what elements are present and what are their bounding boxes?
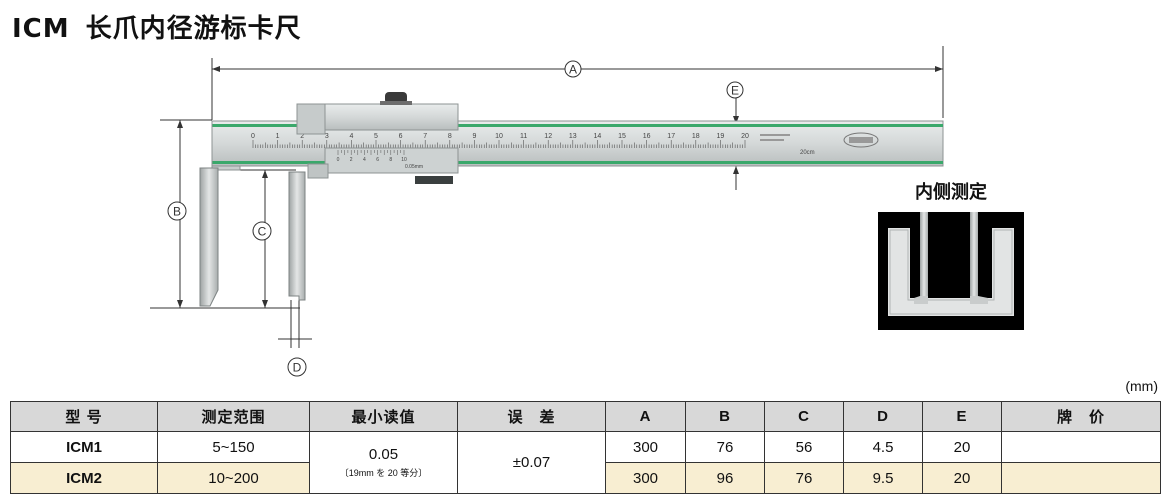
header-error: 误 差 [457, 401, 606, 432]
scale-number: 7 [423, 133, 427, 140]
header-B: B [685, 401, 765, 432]
vernier-number: 6 [376, 157, 379, 163]
dimension-lines [150, 46, 944, 348]
scale-number: 20 [741, 133, 749, 140]
callout-A: A [564, 60, 582, 78]
cell-D: 9.5 [843, 462, 923, 494]
scale-number: 1 [276, 133, 280, 140]
unit-label: (mm) [1125, 378, 1158, 394]
header-range: 测定范围 [157, 401, 310, 432]
scale-number: 18 [692, 133, 700, 140]
cell-price [1001, 431, 1161, 463]
callout-E: E [726, 81, 744, 99]
cell-D: 4.5 [843, 431, 923, 463]
cell-B: 76 [685, 431, 765, 463]
header-price: 牌 价 [1001, 401, 1161, 432]
vernier-number: 8 [389, 157, 392, 163]
header-resolution: 最小读值 [309, 401, 458, 432]
scale-number: 19 [717, 133, 725, 140]
table-header-row: 型 号 测定范围 最小读值 误 差 A B C D E 牌 价 [10, 401, 1161, 432]
callout-B: B [167, 201, 187, 221]
cell-model: ICM2 [10, 462, 158, 494]
cell-A: 300 [605, 462, 686, 494]
scale-number: 12 [544, 133, 552, 140]
svg-text:D: D [293, 361, 302, 375]
svg-text:C: C [258, 225, 267, 239]
scale-number: 14 [594, 133, 602, 140]
cell-error: ±0.07 [457, 431, 606, 494]
header-D: D [843, 401, 923, 432]
svg-text:E: E [731, 84, 739, 98]
scale-number: 9 [472, 133, 476, 140]
svg-text:0.05mm: 0.05mm [405, 164, 423, 170]
header-C: C [764, 401, 844, 432]
scale-number: 15 [618, 133, 626, 140]
cell-range: 5~150 [157, 431, 310, 463]
scale-number: 8 [448, 133, 452, 140]
header-E: E [922, 401, 1002, 432]
scale-number: 2 [300, 133, 304, 140]
resolution-note: 〔19mm を 20 等分〕 [339, 468, 428, 478]
table-row: ICM1 5~150 0.05 〔19mm を 20 等分〕 ±0.07 300… [10, 431, 1161, 494]
cell-model: ICM1 [10, 431, 158, 463]
cell-E: 20 [922, 462, 1002, 494]
fixed-jaw [199, 121, 241, 307]
scale-number: 6 [399, 133, 403, 140]
cell-B: 96 [685, 462, 765, 494]
vernier-number: 2 [350, 157, 353, 163]
cell-resolution: 0.05 〔19mm を 20 等分〕 [309, 431, 458, 494]
svg-text:B: B [173, 205, 181, 219]
scale-number: 10 [495, 133, 503, 140]
cell-E: 20 [922, 431, 1002, 463]
dimension-callouts: A B C D E [167, 60, 744, 377]
cell-C: 56 [764, 431, 844, 463]
scale-number: 4 [349, 133, 353, 140]
inner-measure-illustration [878, 212, 1024, 330]
scale-number: 13 [569, 133, 577, 140]
title-model: ICM [12, 14, 70, 44]
inner-measure-label: 内侧测定 [915, 182, 987, 203]
header-model: 型 号 [10, 401, 158, 432]
scale-number: 5 [374, 133, 378, 140]
scale-number: 17 [667, 133, 675, 140]
callout-C: C [252, 221, 272, 241]
spec-table: 型 号 测定范围 最小读值 误 差 A B C D E 牌 价 ICM1 5~1… [10, 401, 1161, 494]
vernier-number: 10 [401, 157, 407, 163]
svg-text:A: A [569, 63, 577, 77]
page-title: ICM 长爪内径游标卡尺 [12, 8, 302, 45]
cell-range: 10~200 [157, 462, 310, 494]
slider-assembly: 0 2 4 6 8 10 0.05mm [288, 92, 459, 301]
scale-number: 16 [643, 133, 651, 140]
resolution-value: 0.05 [368, 446, 399, 463]
vernier-number: 0 [337, 157, 340, 163]
cell-price [1001, 462, 1161, 494]
vernier-number: 4 [363, 157, 366, 163]
table-row: ICM2 10~200 300 96 76 9.5 20 [10, 462, 1161, 494]
cell-A: 300 [605, 431, 686, 463]
svg-text:20cm: 20cm [800, 150, 815, 156]
scale-number: 0 [251, 133, 255, 140]
header-A: A [605, 401, 686, 432]
title-name: 长爪内径游标卡尺 [85, 14, 302, 44]
scale-number: 3 [325, 133, 329, 140]
scale-number: 11 [520, 133, 527, 140]
brand-logo [843, 132, 879, 148]
callout-D: D [287, 357, 307, 377]
dimension-arrows [177, 66, 943, 308]
cell-C: 76 [764, 462, 844, 494]
